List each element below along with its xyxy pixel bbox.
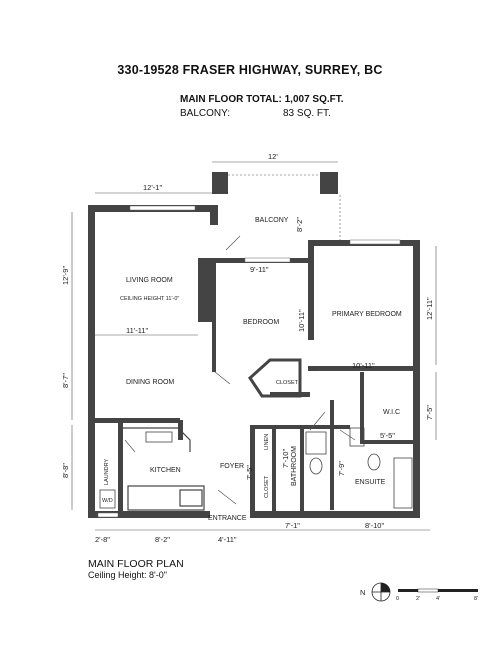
dim-dining-width: 11'-11"	[126, 326, 149, 335]
balcony-area-value: 83 SQ. FT.	[283, 108, 331, 119]
balcony-outline	[228, 174, 341, 240]
dim-bedroom-width: 9'-11"	[250, 265, 269, 274]
washer-dryer	[99, 489, 116, 509]
dim-bathroom-depth: 7'-10"	[281, 449, 290, 468]
room-laundry: LAUNDRY	[104, 458, 110, 485]
dim-bottom-entrance: 4'-11"	[218, 535, 237, 544]
north-arrow	[371, 582, 391, 602]
scale-label-8: 8'	[474, 596, 478, 602]
washer-dryer-label: W/D	[102, 498, 113, 504]
main-floor-total: MAIN FLOOR TOTAL: 1,007 SQ.FT.	[180, 94, 344, 105]
north-label: N	[360, 588, 365, 597]
room-bedroom: BEDROOM	[243, 319, 279, 326]
kitchen-sink	[145, 431, 173, 443]
room-closet-foyer: CLOSET	[264, 475, 270, 498]
scale-bar	[398, 588, 478, 593]
room-entrance: ENTRANCE	[208, 515, 247, 522]
dim-balcony-width: 12'	[268, 152, 278, 161]
room-kitchen: KITCHEN	[150, 467, 181, 474]
room-bathroom: BATHROOM	[291, 446, 298, 486]
dim-primary-depth: 12'-11"	[425, 297, 434, 320]
scale-label-2: 2'	[416, 596, 420, 602]
main-floor-plan-caption: MAIN FLOOR PLAN	[88, 558, 184, 570]
dim-bottom-ensuite: 8'-10"	[365, 521, 384, 530]
closet-outline	[248, 358, 302, 398]
room-balcony: BALCONY	[255, 217, 289, 224]
windows	[97, 205, 401, 518]
dim-bottom-bath: 7'-1"	[285, 521, 300, 530]
dim-wic-depth: 7'-5"	[425, 405, 434, 420]
balcony-area-label: BALCONY:	[180, 108, 231, 119]
bathroom-fixtures	[305, 427, 413, 509]
room-dining: DINING ROOM	[126, 379, 174, 386]
dim-balcony-depth: 8'-2"	[295, 217, 304, 232]
balcony-column-left	[212, 172, 228, 194]
room-foyer: FOYER	[220, 463, 244, 470]
dim-dining-depth: 8'-7"	[61, 373, 70, 388]
room-wic: W.I.C	[383, 409, 400, 416]
room-linen: LINEN	[264, 434, 270, 450]
room-living: LIVING ROOM	[126, 277, 173, 284]
dim-bottom-kitchen: 8'-2"	[155, 535, 170, 544]
room-closet: CLOSET	[276, 380, 299, 386]
dim-ensuite-depth: 7'-9"	[337, 461, 346, 476]
room-primary-bedroom: PRIMARY BEDROOM	[332, 311, 402, 318]
scale-label-4: 4'	[436, 596, 440, 602]
dim-living-width: 12'-1"	[143, 183, 162, 192]
dim-bottom-laundry: 2'-8"	[95, 535, 110, 544]
dimension-lines	[71, 161, 437, 531]
plan-title: 330-19528 FRASER HIGHWAY, SURREY, BC	[117, 63, 383, 77]
balcony-column-right	[320, 172, 338, 194]
dim-laundry-depth: 8'-8"	[61, 463, 70, 478]
scale-label-0: 0	[396, 596, 399, 602]
ceiling-height-caption: Ceiling Height: 8'-0"	[88, 570, 167, 580]
room-ensuite: ENSUITE	[355, 479, 386, 486]
dim-bedroom-depth: 10'-11"	[297, 309, 306, 332]
dim-foyer-closet: 7'-5"	[245, 465, 254, 480]
door-swings	[124, 235, 356, 505]
dim-primary-width: 10'-11"	[352, 361, 375, 370]
dim-wic-width: 5'-5"	[380, 431, 395, 440]
dim-living-depth: 12'-9"	[61, 266, 70, 285]
ceiling-note: CEILING HEIGHT 11'-0"	[120, 296, 179, 302]
kitchen-counters	[123, 427, 205, 511]
